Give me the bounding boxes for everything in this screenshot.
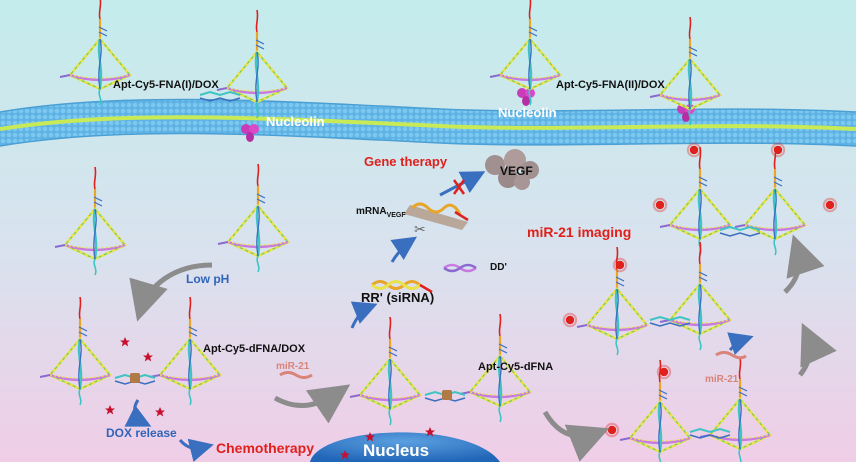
label-apt-cy5-fna-ii: Apt-Cy5-FNA(II)/DOX — [556, 79, 665, 91]
dfna-center-junction — [442, 390, 452, 400]
label-chemotherapy: Chemotherapy — [216, 440, 315, 456]
label-rr-sirna: RR' (siRNA) — [361, 290, 435, 305]
sirna-duplex — [371, 280, 433, 294]
label-mir21-center: miR-21 — [276, 361, 310, 372]
cell-membrane — [0, 98, 856, 147]
label-vegf: VEGF — [500, 164, 533, 178]
label-nucleus: Nucleus — [363, 441, 430, 460]
mrna-binding-arrow — [390, 236, 417, 263]
label-gene-therapy: Gene therapy — [364, 154, 448, 169]
label-apt-cy5-dfna-dox: Apt-Cy5-dFNA/DOX — [203, 343, 306, 355]
mir21-trigger-arrow — [273, 384, 351, 424]
dox-release-arrow — [124, 399, 152, 427]
mrna-text: mRNA — [356, 206, 387, 217]
scissors-icon: ✂ — [414, 222, 426, 238]
vegf-protein — [485, 149, 539, 190]
sirna-release-arrow — [350, 301, 378, 329]
low-ph-arrow — [129, 262, 213, 322]
block-cross-icon — [452, 179, 466, 195]
label-apt-cy5-fna-i: Apt-Cy5-FNA(I)/DOX — [113, 79, 219, 91]
label-nucleolin-left: Nucleolin — [266, 114, 325, 129]
label-dd: DD' — [490, 262, 507, 273]
mrna-vegf-strand — [404, 202, 469, 230]
label-nucleolin-right: Nucleolin — [498, 105, 557, 120]
chemotherapy-arrow — [178, 438, 214, 462]
label-dox-release: DOX release — [106, 426, 177, 440]
mir21-strand-center — [279, 371, 313, 379]
cycle-arrow-up-1 — [797, 322, 837, 377]
cycle-arrow-up-2 — [783, 234, 825, 294]
label-mir21-imaging: miR-21 imaging — [527, 224, 632, 240]
dd-duplex — [443, 263, 477, 273]
label-mrna-vegf: mRNAVEGF — [356, 206, 406, 219]
label-apt-cy5-dfna: Apt-Cy5-dFNA — [478, 361, 554, 373]
dfna-dox-junction — [130, 373, 140, 383]
mrna-subscript: VEGF — [386, 212, 406, 219]
label-mir21-right: miR-21 — [705, 374, 739, 385]
flow-arrow-to-imaging — [542, 410, 610, 462]
label-low-ph: Low pH — [186, 272, 230, 286]
mir21-bind-arrow — [727, 332, 754, 356]
nucleus-body — [310, 432, 500, 462]
